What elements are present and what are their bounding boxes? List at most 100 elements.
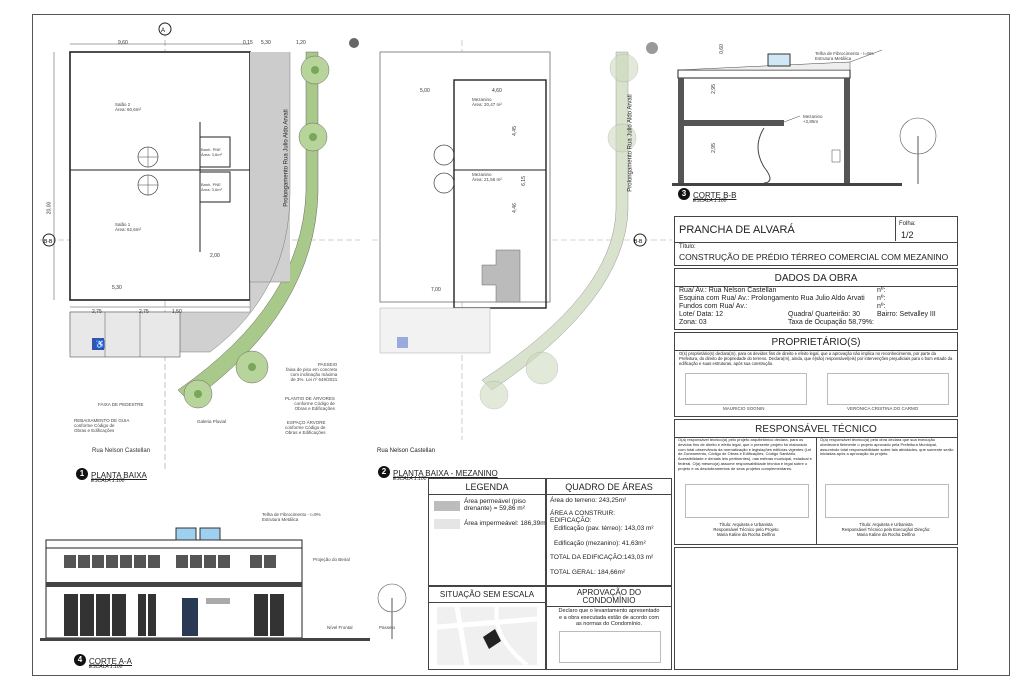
stamp-area <box>674 547 958 670</box>
view-scale-mezanino: ESCALA 1:100 <box>393 476 427 482</box>
dados-quadra: Quadra/ Quarteirão: 30 <box>788 311 860 318</box>
note-mezanino-bb: Mezanino +2,85m <box>803 114 823 124</box>
aprovacao-stamp-box <box>559 631 661 663</box>
dim-275a: 2,75 <box>92 309 102 315</box>
situacao-title: SITUAÇÃO SEM ESCALA <box>439 590 535 599</box>
proprietario-sig-1: MAURICIO SOGNIN <box>723 406 765 411</box>
permeavel-swatch <box>434 501 460 511</box>
note-galeria: Galeria Pluvial <box>197 419 227 424</box>
dim-445: 4,45 <box>511 126 518 136</box>
dim-500: 5,00 <box>420 88 430 94</box>
planta-mezanino-drawing: B-B <box>372 40 672 440</box>
accessible-parking-icon <box>92 338 104 350</box>
view-scale-corte-bb: ESCALA 1:100 <box>693 198 727 204</box>
situacao-map <box>437 607 537 665</box>
dim-530: 5,30 <box>261 40 271 46</box>
tec-sig-box-1 <box>685 484 809 518</box>
parking-area <box>69 311 181 358</box>
aprovacao-title: APROVAÇÃO DO CONDOMÍNIO <box>576 588 642 605</box>
note-passeio: PASSEIO faixa de piso em concreto com in… <box>286 362 338 382</box>
prancha-title: PRANCHA DE ALVARÁ <box>679 224 795 236</box>
banheiro-2 <box>199 171 231 203</box>
water-tank-icon <box>767 53 791 67</box>
corte-bb-drawing <box>672 49 937 186</box>
dim-530b: 5,30 <box>112 285 122 291</box>
svg-text:♿: ♿ <box>95 339 105 349</box>
dim-700: 7,00 <box>431 287 441 293</box>
responsavel-sig-2: Título: Arquiteta e Urbanista Responsáve… <box>841 522 931 537</box>
tree-icon <box>899 117 937 184</box>
dim-200: 2,00 <box>210 253 220 259</box>
dados-bairro: Bairro: Setvalley III <box>877 311 936 318</box>
dim-060: 0,60 <box>718 44 725 54</box>
dados-n2: nº: <box>877 295 886 302</box>
proprietarios-text: O(s) proprietário(s) declara(m), para os… <box>679 351 953 366</box>
water-tank-icon <box>175 527 197 541</box>
responsavel-text-2: O(a) responsável técnico(a) pela obra de… <box>820 437 954 457</box>
quadro-edificacao: EDIFICAÇÃO: <box>550 517 592 524</box>
storefront-doors <box>64 594 284 636</box>
view-scale-planta-baixa: ESCALA 1:100 <box>91 478 125 484</box>
legenda-panel: LEGENDA Área permeável (piso drenante) =… <box>428 478 548 586</box>
planta-baixa-drawing: A B-B ♿ <box>40 22 360 470</box>
dados-n3: nº: <box>877 303 886 310</box>
street-label-nelson: Rua Nelson Castellan <box>92 448 151 454</box>
lot-marker <box>483 629 501 649</box>
note-faixa: FAIXA DE PEDESTRE <box>98 402 144 407</box>
label-salao2: Salão 2 Área: 60,6m² <box>115 102 142 112</box>
mezzanine-slab <box>684 120 784 126</box>
stair-void <box>481 249 521 303</box>
note-projecao: Projeção do Beiral <box>313 557 350 562</box>
proprietarios-title: PROPRIETÁRIO(S) <box>771 337 861 348</box>
note-telha-aa: Telha de Fibrocimento - I=9% Estrutura M… <box>262 512 321 522</box>
dados-taxa: Taxa de Ocupação 58,79%: <box>788 319 875 326</box>
situacao-panel: SITUAÇÃO SEM ESCALA <box>428 586 546 670</box>
dim-615: 6,15 <box>520 176 527 186</box>
label-mezanino2: Mezanino Área: 21,56 m² <box>472 172 502 182</box>
street-label-nelson-2: Rua Nelson Castellan <box>377 448 436 454</box>
sig-box-2 <box>827 373 949 405</box>
drawing-sheet <box>32 14 1010 676</box>
axis-b-marker-2 <box>633 233 647 247</box>
quadro-total-edificacao: TOTAL DA EDIFICAÇÃO:143,03 m² <box>550 554 654 561</box>
street-label-prolongamento: Prolongamento Rua Julio Aldo Arvati <box>283 109 290 207</box>
aprovacao-text: Declaro que o levantamento apresentado e… <box>558 608 660 627</box>
banheiro-1 <box>199 136 231 168</box>
quadro-title: QUADRO DE ÁREAS <box>565 482 653 492</box>
dados-esquina: Esquina com Rua/ Av.: Prolongamento Rua … <box>679 295 865 302</box>
legenda-title: LEGENDA <box>465 482 509 492</box>
quadro-a-construir: ÁREA A CONSTRUIR: <box>550 510 616 517</box>
responsavel-panel: RESPONSÁVEL TÉCNICO O(a) responsável téc… <box>674 419 958 545</box>
proprietarios-panel: PROPRIETÁRIO(S) O(s) proprietário(s) dec… <box>674 332 958 417</box>
responsavel-title: RESPONSÁVEL TÉCNICO <box>755 424 877 435</box>
tree-icon <box>377 583 407 639</box>
dados-zona: Zona: 03 <box>679 319 707 326</box>
folha-label: Folha: <box>899 221 916 227</box>
responsavel-sig-1: Título: Arquiteta e Urbanista Responsáve… <box>713 522 779 537</box>
dados-obra-title: DADOS DA OBRA <box>774 273 858 284</box>
tec-sig-box-2 <box>825 484 949 518</box>
side-permeable-strip <box>250 52 290 282</box>
prancha-panel: PRANCHA DE ALVARÁ Folha: 1/2 Título: CON… <box>674 216 958 266</box>
label-banh1: Banh. PNE Área: 3,6m² <box>201 147 222 157</box>
note-nivel: Nível Frontal <box>327 625 353 630</box>
dados-lote: Lote/ Data: 12 <box>679 311 723 318</box>
tree-icon <box>235 350 269 384</box>
proprietario-sig-2: VERONICA CRISTINA DO CARMO <box>847 406 919 411</box>
legenda-impermeavel: Área impermeável: 186,39m² <box>464 520 548 527</box>
quadro-areas-panel: QUADRO DE ÁREAS Área do terreno: 243,25m… <box>546 478 672 586</box>
dim-460: 4,60 <box>492 88 502 94</box>
dim-150: 1,50 <box>172 309 182 315</box>
sig-box-1 <box>685 373 807 405</box>
dim-295b: 2,95 <box>710 143 717 153</box>
dados-n1: nº: <box>877 287 886 294</box>
label-banh2: Banh. PNE Área: 3,6m² <box>201 182 222 192</box>
dados-fundos: Fundos com Rua/ Av.: <box>679 303 748 310</box>
quadro-terreo: Edificação (pav. térreo): 143,03 m² <box>554 525 654 532</box>
aprovacao-panel: APROVAÇÃO DO CONDOMÍNIO Declaro que o le… <box>546 586 672 670</box>
spiral-stair-section <box>757 127 771 184</box>
